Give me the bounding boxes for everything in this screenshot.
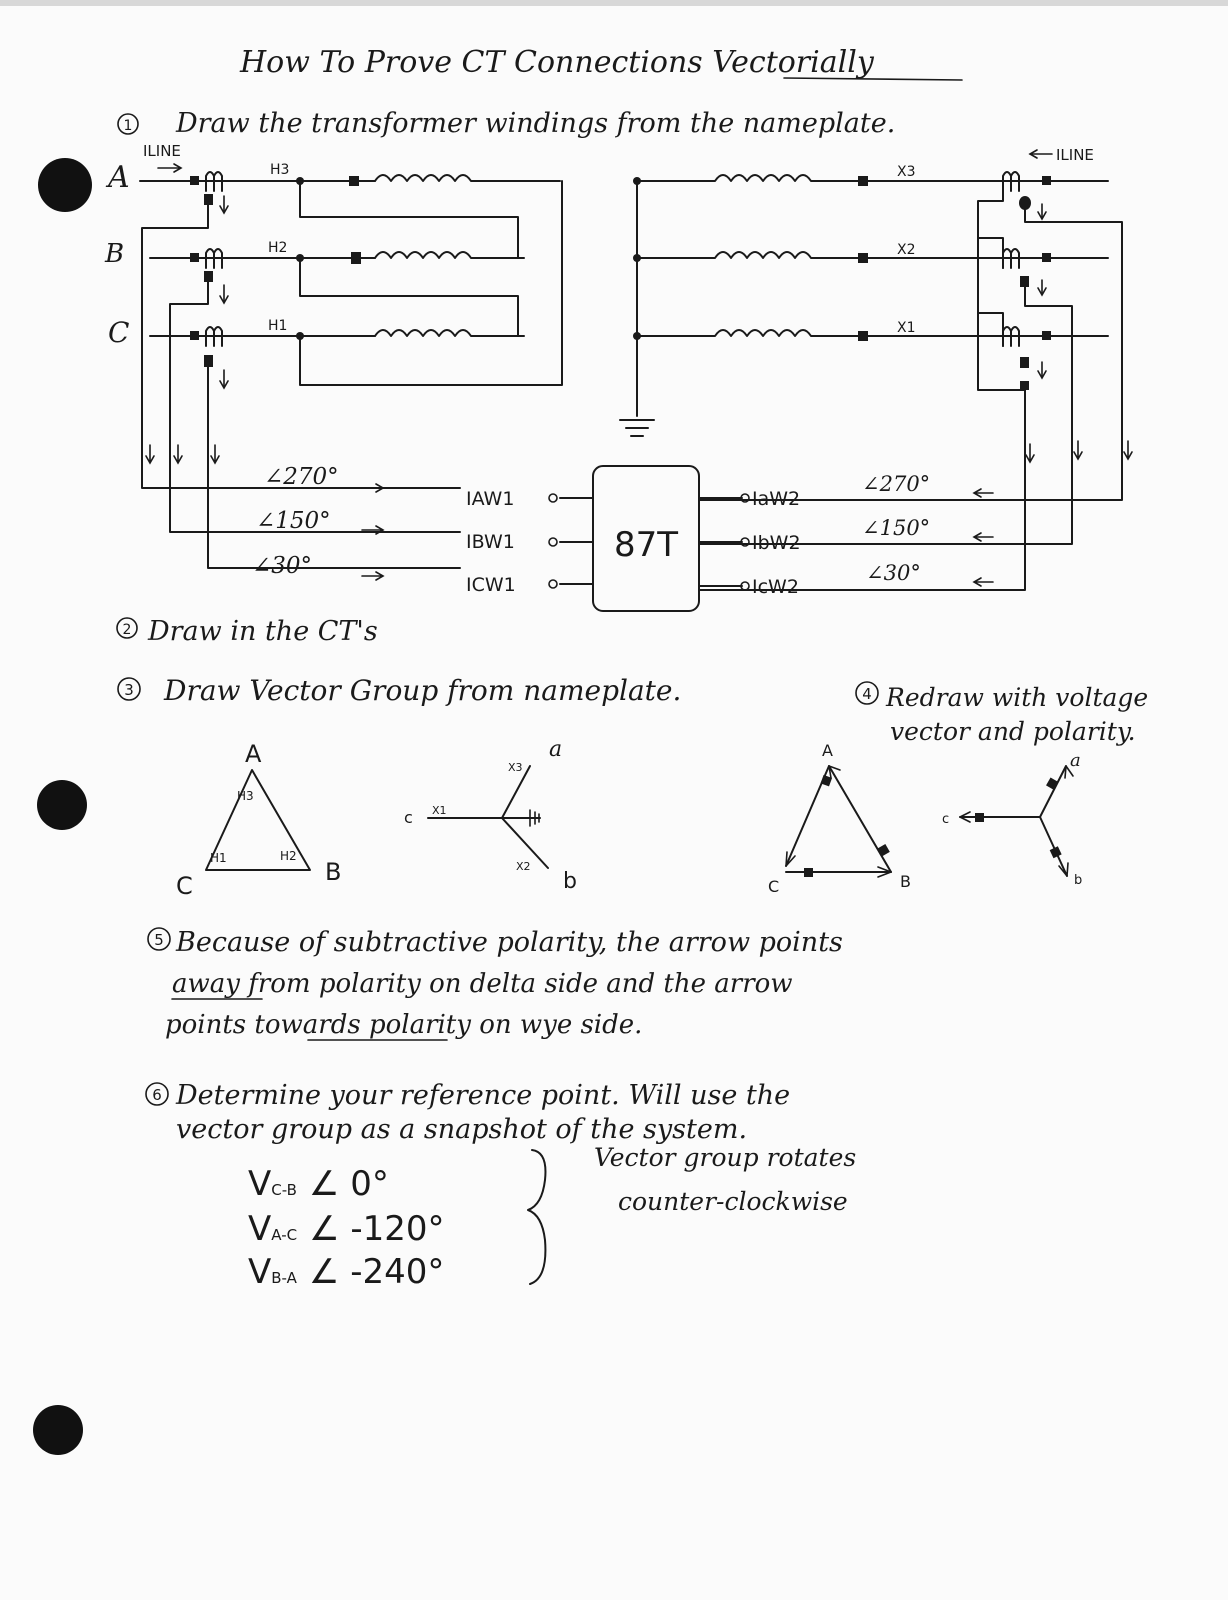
phase-label-b: B [104, 239, 124, 269]
ct-coil-b-lv [1002, 248, 1051, 297]
phase-label-c: C [108, 316, 129, 349]
reference-equations: VC-B∠ 0° VA-C∠ -120° VB-A∠ -240° Vector … [248, 1143, 856, 1292]
hv-terminal-h2: H2 [268, 240, 287, 256]
iline-left-label: ILINE [143, 142, 181, 160]
wye-end-b: b [563, 869, 577, 894]
angle-left-a: ∠270° [264, 464, 339, 490]
relay-input-ibw1: IBW1 [466, 531, 515, 553]
svg-text:vector and polarity.: vector and polarity. [890, 717, 1136, 746]
angle-right-b: ∠150° [862, 516, 930, 540]
redraw-delta-diagram: A B C [768, 741, 911, 896]
equation-vcb: VC-B∠ 0° [248, 1164, 389, 1204]
ct-coil-a-hv [190, 171, 229, 215]
relay-input-ibw2: IbW2 [752, 532, 801, 554]
angle-right-a: ∠270° [862, 472, 930, 496]
relay-input-iaw2: IaW2 [752, 488, 800, 510]
relay-87t-box [592, 465, 700, 612]
redraw-wye-diagram: a b c [942, 750, 1082, 888]
delta-terminal-h3: H3 [237, 789, 254, 803]
svg-text:vector group as a snapshot of: vector group as a snapshot of the system… [176, 1114, 747, 1145]
hv-terminal-h3: H3 [270, 162, 289, 178]
svg-text:5: 5 [154, 931, 164, 949]
delta-terminal-h2: H2 [280, 849, 297, 863]
angle-right-c: ∠30° [866, 561, 921, 585]
delta-terminal-h1: H1 [210, 851, 227, 865]
equation-vba: VB-A∠ -240° [248, 1252, 444, 1292]
angle-left-c: ∠30° [252, 553, 312, 579]
ct-coil-b-hv [190, 248, 229, 305]
wye-terminal-x3: X3 [508, 761, 523, 774]
svg-text:away from polarity on delta si: away from polarity on delta side and the… [172, 969, 793, 999]
svg-text:3: 3 [124, 681, 134, 699]
step-5: 5 Because of subtractive polarity, the a… [147, 927, 843, 1041]
delta-vertex-a: A [245, 740, 262, 768]
delta-vertex-c: C [176, 872, 193, 900]
step-2: 2 Draw in the CT's [116, 616, 378, 647]
svg-text:2: 2 [123, 622, 132, 638]
redraw-wye-end-c: c [942, 812, 949, 827]
hv-terminal-h1: H1 [268, 318, 287, 334]
wye-end-c: c [404, 808, 413, 827]
svg-text:Because of subtractive polarit: Because of subtractive polarity, the arr… [175, 927, 843, 958]
binder-hole-2 [37, 780, 87, 830]
step-4: 4 Redraw with voltage vector and polarit… [855, 681, 1148, 746]
svg-text:Draw the transformer windings: Draw the transformer windings from the n… [175, 108, 895, 139]
redraw-delta-vertex-b: B [900, 872, 911, 891]
step-1: 1 Draw the transformer windings from the… [117, 108, 895, 139]
wye-vector-diagram: a b c X3 X2 X1 [404, 737, 577, 894]
svg-text:Draw in the CT's: Draw in the CT's [147, 616, 378, 647]
binder-hole-1 [38, 158, 92, 212]
redraw-delta-vertex-c: C [768, 877, 779, 896]
lv-terminal-x2: X2 [897, 242, 916, 258]
ct-schematic: ILINE ILINE A B C H3 H2 H1 [104, 142, 1133, 612]
redraw-wye-end-b: b [1074, 873, 1082, 888]
curly-brace [527, 1149, 547, 1285]
angle-left-b: ∠150° [256, 508, 331, 534]
rotation-note-line2: counter-clockwise [618, 1187, 848, 1216]
svg-text:1: 1 [124, 118, 133, 134]
redraw-wye-end-a: a [1070, 750, 1081, 771]
relay-input-icw1: ICW1 [466, 574, 516, 596]
iline-right-label: ILINE [1056, 146, 1094, 164]
step-6: 6 Determine your reference point. Will u… [145, 1080, 790, 1145]
binder-hole-3 [33, 1405, 83, 1455]
page-title: How To Prove CT Connections Vectorially [239, 45, 875, 80]
svg-text:Redraw with voltage: Redraw with voltage [885, 683, 1148, 712]
step-3: 3 Draw Vector Group from nameplate. [117, 674, 681, 707]
wye-end-a: a [549, 737, 562, 762]
equation-vac: VA-C∠ -120° [248, 1209, 445, 1249]
lv-terminal-x3: X3 [897, 164, 916, 180]
delta-vertex-b: B [325, 858, 341, 886]
redraw-delta-vertex-a: A [822, 741, 833, 760]
ct-coil-c-hv [190, 326, 229, 390]
phase-label-a: A [105, 160, 130, 195]
relay-input-iaw1: IAW1 [466, 488, 514, 510]
svg-text:points towards polarity on wye: points towards polarity on wye side. [165, 1010, 642, 1040]
delta-vector-diagram: A B C H3 H1 H2 [176, 740, 341, 900]
wye-terminal-x1: X1 [432, 804, 447, 817]
lv-terminal-x1: X1 [897, 320, 916, 336]
ct-coil-a-lv [1002, 171, 1051, 221]
svg-text:Determine your reference point: Determine your reference point. Will use… [175, 1080, 790, 1111]
svg-text:Draw Vector Group from namepla: Draw Vector Group from nameplate. [163, 674, 681, 707]
relay-input-icw2: IcW2 [752, 576, 799, 598]
wye-terminal-x2: X2 [516, 860, 531, 873]
rotation-note-line1: Vector group rotates [594, 1143, 856, 1172]
svg-text:6: 6 [152, 1086, 162, 1104]
svg-text:4: 4 [862, 685, 872, 703]
relay-87t-label: 87T [614, 525, 678, 565]
